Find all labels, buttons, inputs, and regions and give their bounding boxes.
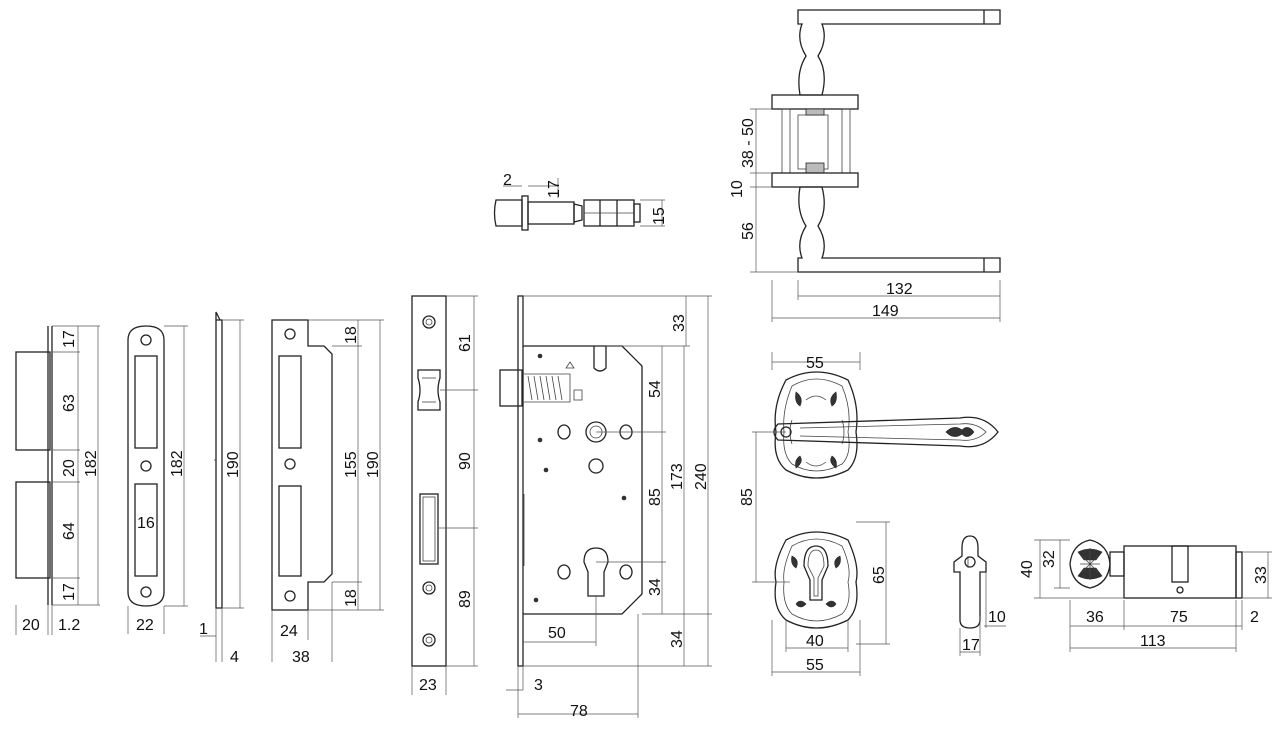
sp3-dim-18-bottom: 18 [343,589,360,607]
handle-dim-149: 149 [872,303,899,320]
latch-dim-17: 17 [546,180,563,198]
sp1-dim-1-2: 1.2 [58,617,80,634]
latch-dim-2: 2 [503,172,512,189]
sp3-dim-18-top: 18 [343,326,360,344]
thumbturn-drawing: 10 17 [953,535,1006,656]
body-dim-34-right: 34 [647,578,664,596]
sp1-dim-64: 64 [61,522,78,540]
cylinder-dim-2: 2 [1250,609,1259,626]
cylinder-dim-32: 32 [1041,550,1058,568]
cylinder-dim-33: 33 [1253,566,1270,584]
sp3-dim-38: 38 [292,649,310,666]
sp3-dim-24: 24 [280,623,298,640]
latch-drawing: 2 17 15 [493,172,668,231]
body-dim-33: 33 [671,314,688,332]
sp1-dim-17-bottom: 17 [61,583,78,601]
cylinder-drawing: 40 32 33 36 75 2 113 [1019,539,1272,652]
forend-dim-61: 61 [457,334,474,352]
cylinder-dim-36: 36 [1086,609,1104,626]
body-dim-240: 240 [693,463,710,490]
latch-dim-15: 15 [651,207,668,225]
cylinder-dim-40: 40 [1019,560,1036,578]
plate-side-drawing: 190 1 4 [199,311,244,666]
rosette-dim-65: 65 [871,566,888,584]
sp2-dim-182: 182 [169,450,186,477]
side-dim-1: 1 [199,621,208,638]
body-dim-85: 85 [647,488,664,506]
thumbturn-dim-10: 10 [988,609,1006,626]
handle-dim-132: 132 [886,281,913,298]
body-dim-173: 173 [669,463,686,490]
forend-drawing: 61 90 89 23 [411,295,478,695]
rosette-dim-40: 40 [806,633,824,650]
rosette-dim-85: 85 [739,488,756,506]
handle-side-drawing: 38 - 50 10 56 132 149 [729,9,1001,322]
handle-dim-56: 56 [740,222,757,240]
handle-dim-10: 10 [729,180,746,198]
sp2-dim-16: 16 [137,515,155,532]
body-dim-78: 78 [570,703,588,720]
body-dim-54: 54 [647,380,664,398]
sp1-dim-17-top: 17 [61,330,78,348]
sp1-dim-182: 182 [83,450,100,477]
strike-plate-1-drawing: 17 63 20 64 17 182 20 1.2 [15,325,100,635]
handle-dim-38-50: 38 - 50 [740,118,757,168]
body-dim-50: 50 [548,625,566,642]
forend-dim-90: 90 [457,452,474,470]
strike-plate-2-drawing: 182 16 22 [127,325,188,634]
sp3-dim-155: 155 [343,451,360,478]
body-dim-3: 3 [534,677,543,694]
forend-dim-89: 89 [457,590,474,608]
sp1-dim-20-w: 20 [22,617,40,634]
sp3-dim-190: 190 [365,451,382,478]
sp1-dim-63: 63 [61,394,78,412]
sp2-dim-22: 22 [136,617,154,634]
lock-body-drawing: 33 54 173 85 240 34 50 34 3 78 [499,295,712,720]
side-dim-4: 4 [230,649,239,666]
thumbturn-dim-17: 17 [962,637,980,654]
rosette-front-drawing: 55 85 65 40 55 [739,352,999,676]
forend-dim-23: 23 [419,677,437,694]
side-dim-190: 190 [225,451,242,478]
strike-plate-3-drawing: 18 155 190 18 24 38 [271,319,384,666]
cylinder-dim-113: 113 [1140,633,1166,650]
cylinder-dim-75: 75 [1170,609,1188,626]
rosette-dim-55-bottom: 55 [806,657,824,674]
sp1-dim-20: 20 [61,459,78,477]
body-dim-34-bottom: 34 [669,630,686,648]
rosette-dim-55-top: 55 [806,355,824,372]
